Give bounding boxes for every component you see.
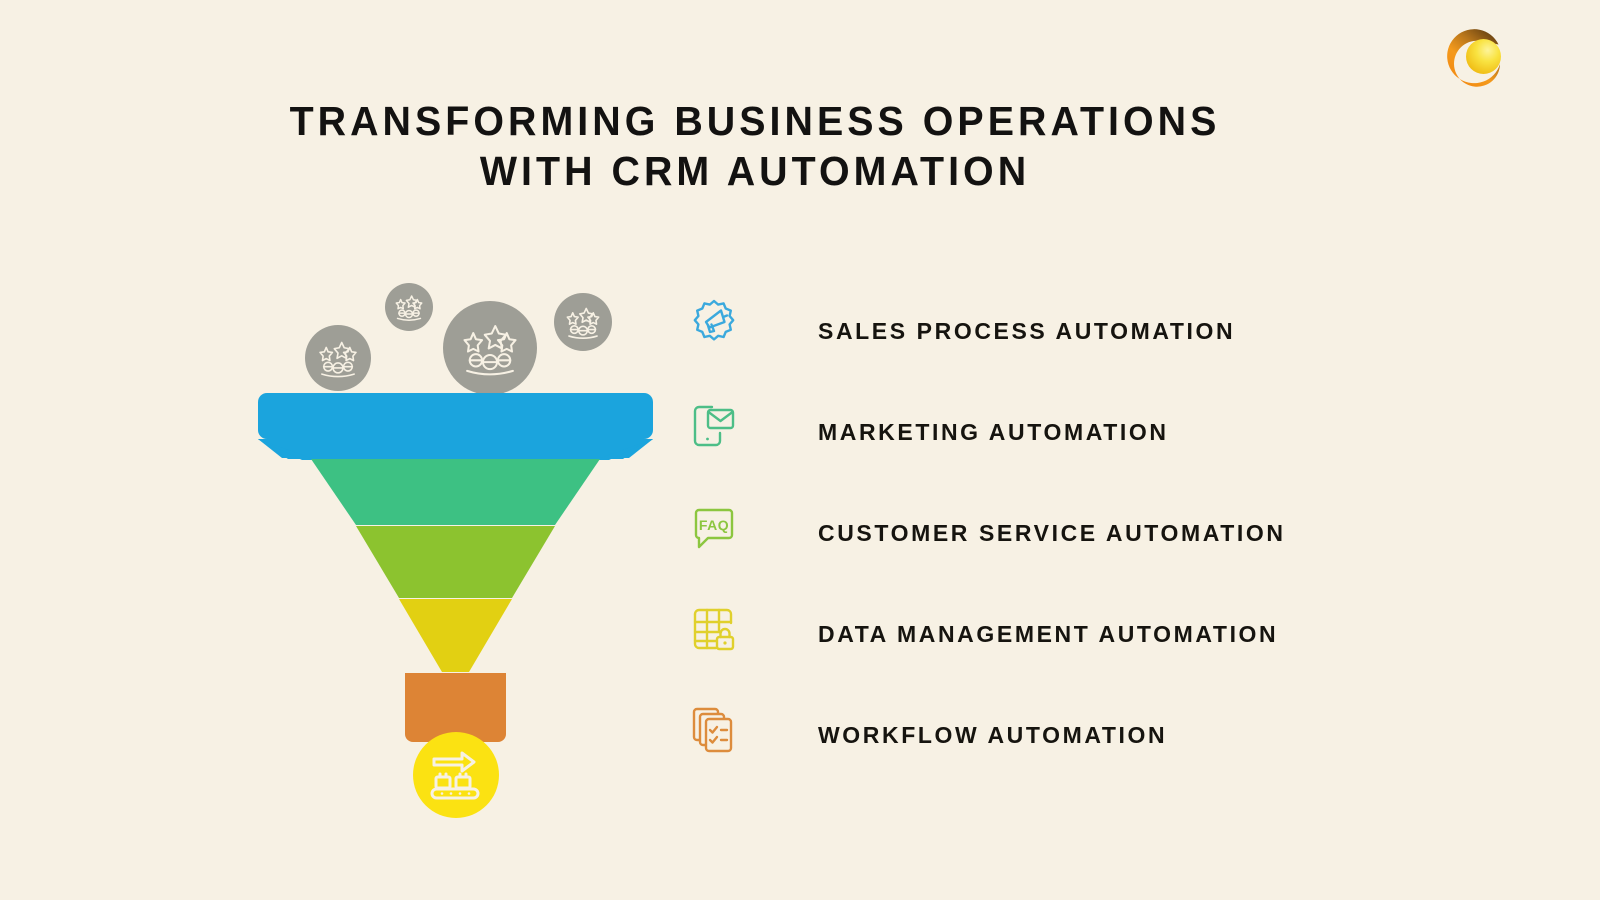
list-item-label: DATA MANAGEMENT AUTOMATION (818, 621, 1279, 647)
title-line-2: WITH CRM AUTOMATION (479, 148, 1031, 194)
lead-bubble-4 (554, 293, 612, 351)
lead-bubble-1 (305, 325, 371, 391)
list-item-label: CUSTOMER SERVICE AUTOMATION (818, 520, 1286, 546)
customer-reviews-icon (463, 324, 517, 376)
funnel-lead-bubbles (305, 283, 612, 395)
logo-crescent (1447, 29, 1500, 87)
funnel-diagram (240, 272, 670, 832)
customer-reviews-icon (319, 341, 357, 378)
funnel-band-5 (405, 673, 506, 742)
checklist-documents-icon (686, 700, 742, 758)
megaphone-badge-icon (686, 296, 742, 354)
automation-list: SALES PROCESS AUTOMATION MARKETING AUTOM… (680, 296, 1440, 801)
list-item-label: SALES PROCESS AUTOMATION (818, 318, 1236, 344)
list-item[interactable]: SALES PROCESS AUTOMATION (680, 296, 1440, 397)
list-item[interactable]: FAQ CUSTOMER SERVICE AUTOMATION (680, 498, 1440, 599)
faq-icon-text: FAQ (699, 517, 729, 533)
funnel-band-3 (356, 526, 555, 598)
lead-bubble-2 (385, 283, 433, 331)
secure-table-icon (686, 599, 742, 657)
mobile-email-icon (686, 397, 742, 455)
list-item[interactable]: WORKFLOW AUTOMATION (680, 700, 1440, 801)
funnel-svg (258, 283, 653, 818)
page-title: TRANSFORMING BUSINESS OPERATIONS WITH CR… (0, 96, 1510, 196)
funnel-outlet (413, 732, 499, 818)
funnel-cap (258, 393, 653, 439)
title-line-1: TRANSFORMING BUSINESS OPERATIONS (289, 98, 1221, 144)
brand-logo-mark (1447, 29, 1501, 87)
customer-reviews-icon (566, 307, 600, 340)
funnel-band-4 (399, 599, 512, 672)
faq-speech-bubble-icon: FAQ (686, 498, 742, 556)
logo-sphere (1466, 39, 1501, 74)
brand-logo (1443, 28, 1509, 94)
list-item[interactable]: DATA MANAGEMENT AUTOMATION (680, 599, 1440, 700)
lead-bubble-3 (443, 301, 537, 395)
list-item[interactable]: MARKETING AUTOMATION (680, 397, 1440, 498)
list-item-label: MARKETING AUTOMATION (818, 419, 1169, 445)
list-item-label: WORKFLOW AUTOMATION (818, 722, 1168, 748)
customer-reviews-icon (395, 295, 423, 321)
conveyor-belt-arrow-icon (430, 751, 480, 800)
funnel-band-2 (311, 459, 600, 525)
